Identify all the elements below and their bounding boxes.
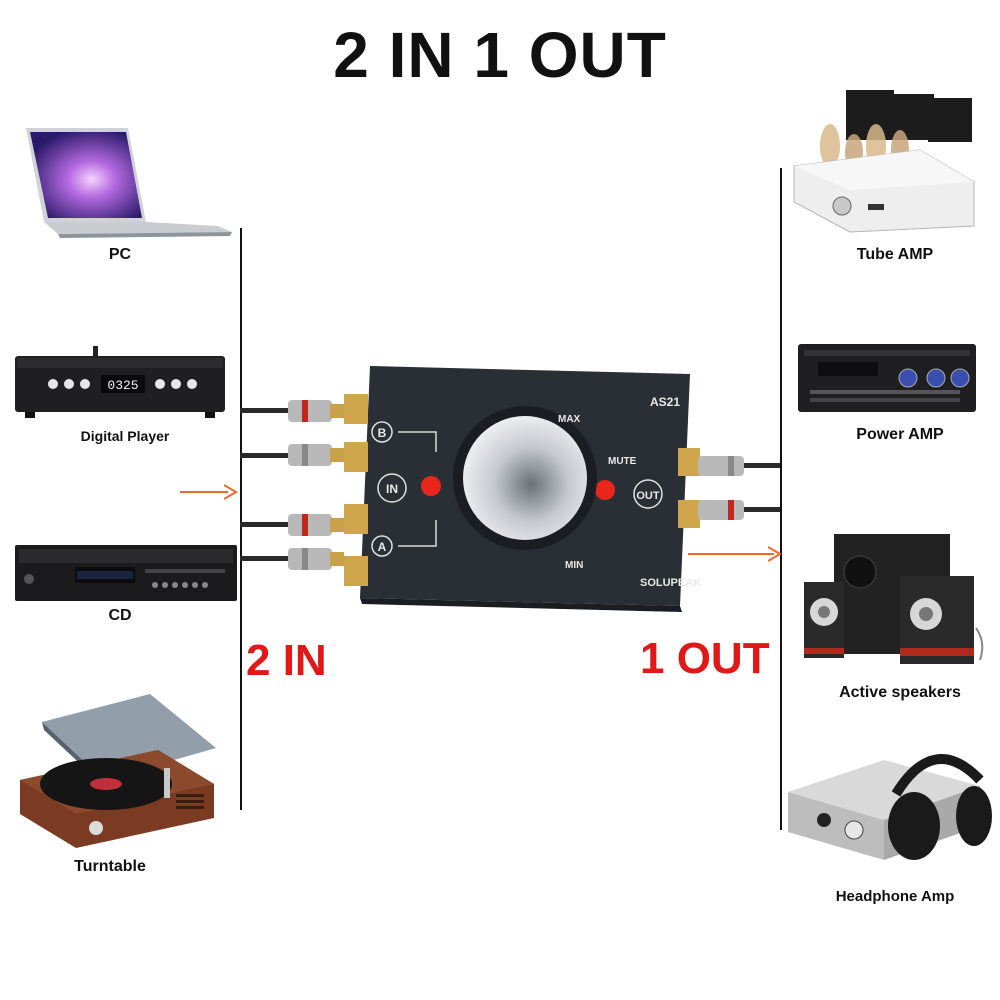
laptop-icon — [18, 122, 238, 242]
device-label-digital-player: Digital Player — [80, 428, 170, 444]
input-b-label: B — [378, 426, 387, 440]
device-label-turntable: Turntable — [74, 858, 146, 875]
cd-player-icon — [15, 545, 237, 605]
digital-player-icon: 0325 — [15, 342, 227, 422]
device-label-power-amp: Power AMP — [856, 426, 944, 443]
output-rca-plugs — [698, 456, 780, 520]
player-display: 0325 — [107, 378, 138, 393]
device-label-pc: PC — [108, 246, 132, 263]
model-label: AS21 — [650, 395, 680, 409]
output-arrow-icon — [768, 546, 782, 562]
output-arrow-line — [688, 553, 774, 555]
mute-button[interactable] — [595, 480, 615, 500]
device-label-tube-amp: Tube AMP — [856, 246, 934, 263]
outputs-label: 1 OUT — [640, 634, 770, 683]
output-divider-line — [780, 168, 782, 830]
device-label-active-speakers: Active speakers — [839, 684, 961, 701]
input-jacks — [344, 394, 368, 586]
out-label: OUT — [636, 490, 660, 502]
power-amp-icon — [798, 344, 978, 418]
input-arrow-icon — [224, 484, 238, 500]
brand-label: SOLUPEAK — [640, 577, 701, 589]
input-divider-line — [240, 228, 242, 810]
inputs-label: 2 IN — [246, 636, 327, 685]
volume-knob[interactable] — [463, 416, 587, 540]
device-label-cd: CD — [108, 607, 132, 624]
turntable-icon — [14, 688, 220, 852]
output-jacks — [678, 448, 700, 528]
max-label: MAX — [558, 414, 581, 425]
min-label: MIN — [565, 560, 583, 571]
device-label-headphone-amp: Headphone Amp — [835, 888, 955, 905]
input-a-label: A — [378, 540, 387, 554]
tube-amp-icon — [790, 86, 980, 236]
page-title: 2 IN 1 OUT — [333, 19, 667, 91]
headphone-amp-icon — [784, 736, 996, 872]
in-label: IN — [386, 482, 398, 496]
selector-labels: B A IN OUT — [371, 421, 663, 557]
switch-box: B A IN OUT MUTE MAX MIN AS21 SOLUPEAK — [240, 366, 780, 612]
input-cables — [240, 408, 292, 561]
input-rca-plugs — [288, 400, 344, 570]
input-select-button[interactable] — [421, 476, 441, 496]
mute-label: MUTE — [608, 456, 637, 467]
speakers-icon — [800, 530, 990, 670]
input-arrow-line — [180, 491, 228, 493]
